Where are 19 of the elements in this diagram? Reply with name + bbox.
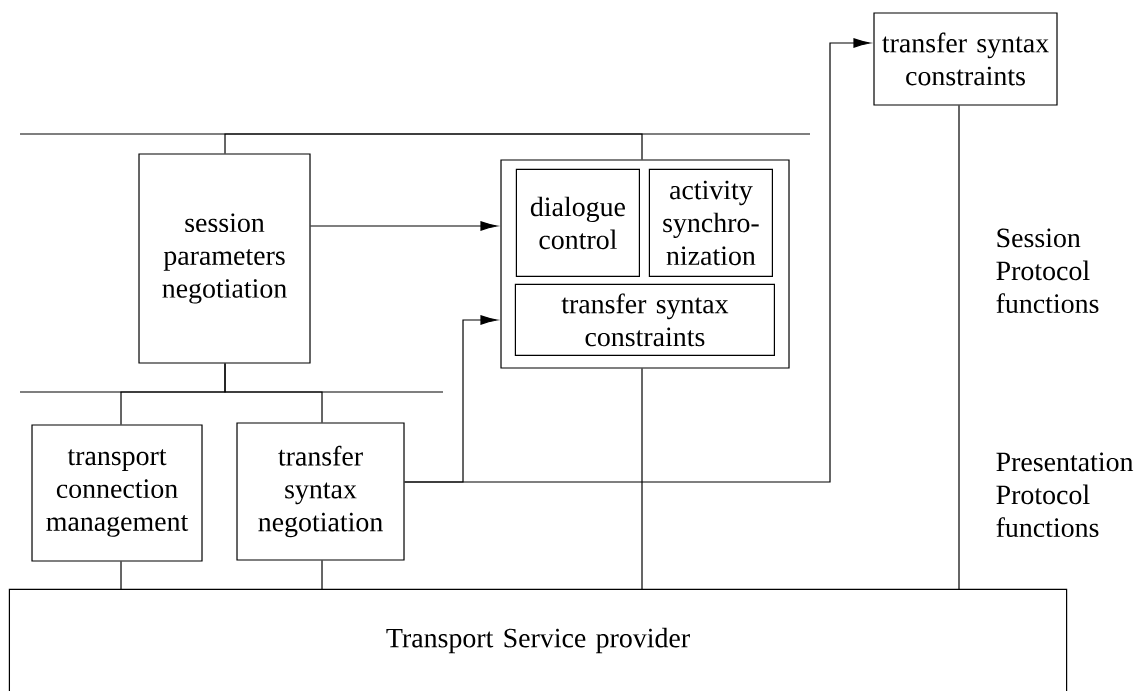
function-box: transfer syntax constraints bbox=[514, 283, 775, 356]
function-box: transport connection management bbox=[31, 424, 203, 562]
connector-line bbox=[641, 368, 643, 590]
arrow bbox=[310, 221, 498, 231]
connector-line bbox=[321, 560, 323, 590]
group-box bbox=[500, 159, 790, 369]
connector-line bbox=[224, 133, 643, 160]
function-box: session parameters negotiation bbox=[138, 153, 311, 364]
function-box: transfer syntax negotiation bbox=[236, 422, 405, 561]
function-box: transfer syntax constraints bbox=[873, 12, 1058, 106]
connector-line bbox=[120, 561, 122, 590]
connector-line bbox=[958, 105, 960, 590]
function-box: dialogue control bbox=[515, 168, 640, 277]
provider-box: Transport Service provider bbox=[8, 588, 1068, 691]
arrow bbox=[404, 38, 871, 483]
layer-label: Session Protocol functions bbox=[996, 228, 1099, 314]
connector-line bbox=[224, 363, 323, 423]
layer-label: Presentation Protocol functions bbox=[996, 452, 1134, 538]
function-box: activity synchro-nization bbox=[648, 168, 773, 277]
